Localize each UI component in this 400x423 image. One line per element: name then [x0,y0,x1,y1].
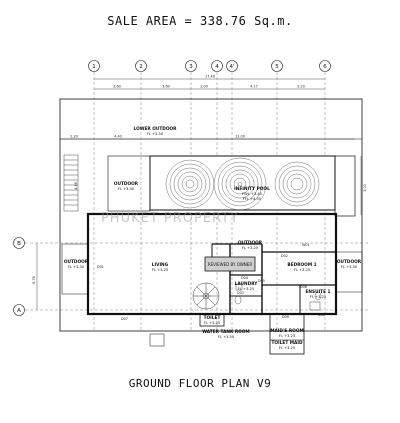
door-tag-d07: D07 [121,317,128,321]
grid-bubble-2 [135,60,147,72]
room-ensuite-1: ENSUITE 1 [305,289,330,295]
level-laundry: FL +3.25 [238,287,254,291]
sale-area-title: SALE AREA = 338.76 Sq.m. [107,14,293,28]
dim-pool-height: 3.00 [363,184,367,192]
grid-bubble-4 [211,60,223,72]
grid-label-6: 6 [323,64,327,70]
door-tag-d01: D01 [97,265,104,269]
dim-row2-3: 13.00 [235,135,245,139]
door-tag-d09: D09 [282,315,289,319]
dim-row2-1: 2.20 [70,135,78,139]
level-water-tank: FL +3.50 [218,335,235,339]
grid-bubble-5 [271,60,283,72]
sub-infinity-pool: FFL +4.55 [243,197,261,201]
grid-column-lines [93,72,326,330]
grid-column-bubbles [88,60,331,72]
dim-left-height: 6.76 [32,276,36,284]
dim-seg-1: 3.60 [113,85,121,89]
level-infinity-pool: FWL +3.45 [242,192,262,196]
outdoor-deck-left [107,155,151,212]
room-outdoor-right: OUTDOOR [337,259,362,265]
dim-row2-2: 4.40 [114,135,122,139]
door-tag-d05: D05 [258,279,265,283]
room-water-tank: WATER TANK ROOM [202,329,249,335]
level-maids-room: FL +3.25 [279,334,295,338]
room-bedroom-1: BEDROOM 1 [287,262,316,268]
dim-seg-2: 3.60 [162,85,170,89]
door-tag-d03: D03 [237,291,244,295]
room-reviewed-by-owner: REVIEWED BY OWNER [208,262,252,267]
room-toilet-maid: TOILET MAID [271,340,302,346]
grid-label-4: 4 [215,64,219,70]
exterior-stairs [63,154,79,212]
grid-label-2: 2 [139,64,143,70]
watermark: PHUKET PROPERTY [101,211,239,226]
door-tag-d08: D08 [318,313,325,317]
level-outdoor-deck: FL +3.30 [118,187,135,191]
grid-bubble-1 [88,60,100,72]
reviewed-box [204,256,256,272]
door-tag-d06: D06 [300,285,307,289]
fixtures [234,283,322,311]
door-tag-d04: D04 [241,276,248,280]
grid-label-A: A [17,308,21,314]
level-living: FL +3.25 [152,268,168,272]
level-bedroom-1: FL +3.25 [294,268,310,272]
outdoor-terrace-left [61,243,89,295]
grid-label-5: 5 [275,64,279,70]
room-living: LIVING [152,262,169,268]
room-outdoor-deck: OUTDOOR [114,181,139,187]
dim-seg-5: 3.20 [297,85,305,89]
lower-annex [149,313,305,355]
grid-bubble-6 [319,60,331,72]
dim-overall: 17.40 [205,75,215,79]
level-outdoor-center: FL +3.25 [242,246,258,250]
room-infinity-pool: INFINITY POOL [234,186,270,192]
level-lower-outdoor: FL +3.50 [147,132,164,136]
room-lower-outdoor: LOWER OUTDOOR [134,126,178,132]
door-tag-d02: D02 [281,254,288,258]
level-outdoor-left: FL +3.30 [68,265,85,269]
grid-bubble-3 [185,60,197,72]
room-maids-room: MAID'S ROOM [270,328,304,334]
infinity-pool [149,155,336,211]
room-toilet: TOILET [204,315,221,321]
level-ensuite-1: FL +3.25 [310,295,326,299]
outdoor-strip-right [334,155,356,217]
room-outdoor-center: OUTDOOR [238,240,263,246]
spiral-stair [192,282,220,310]
level-outdoor-right: FL +3.30 [341,265,358,269]
grid-label-4-prime: 4' [229,64,234,70]
outdoor-terrace-right [335,251,363,293]
room-outdoor-left: OUTDOOR [64,259,89,265]
level-toilet-maid: FL +3.25 [279,346,295,350]
plan-title: GROUND FLOOR PLAN V9 [128,377,272,390]
grid-label-1: 1 [92,64,96,70]
dim-outdoor-height: 4.56 [74,182,78,190]
room-laundry: LAUNDRY [235,281,259,287]
dim-seg-3: 2.00 [200,85,208,89]
level-toilet: FL +3.25 [204,321,220,325]
grid-label-B: B [17,241,21,247]
grid-label-3: 3 [189,64,193,70]
grid-row-bubbles [13,237,25,316]
building-outline [59,98,363,332]
dim-seg-4: 4.17 [250,85,258,89]
grid-bubble-4-prime [226,60,238,72]
window-tag-w01: W01 [302,243,310,247]
